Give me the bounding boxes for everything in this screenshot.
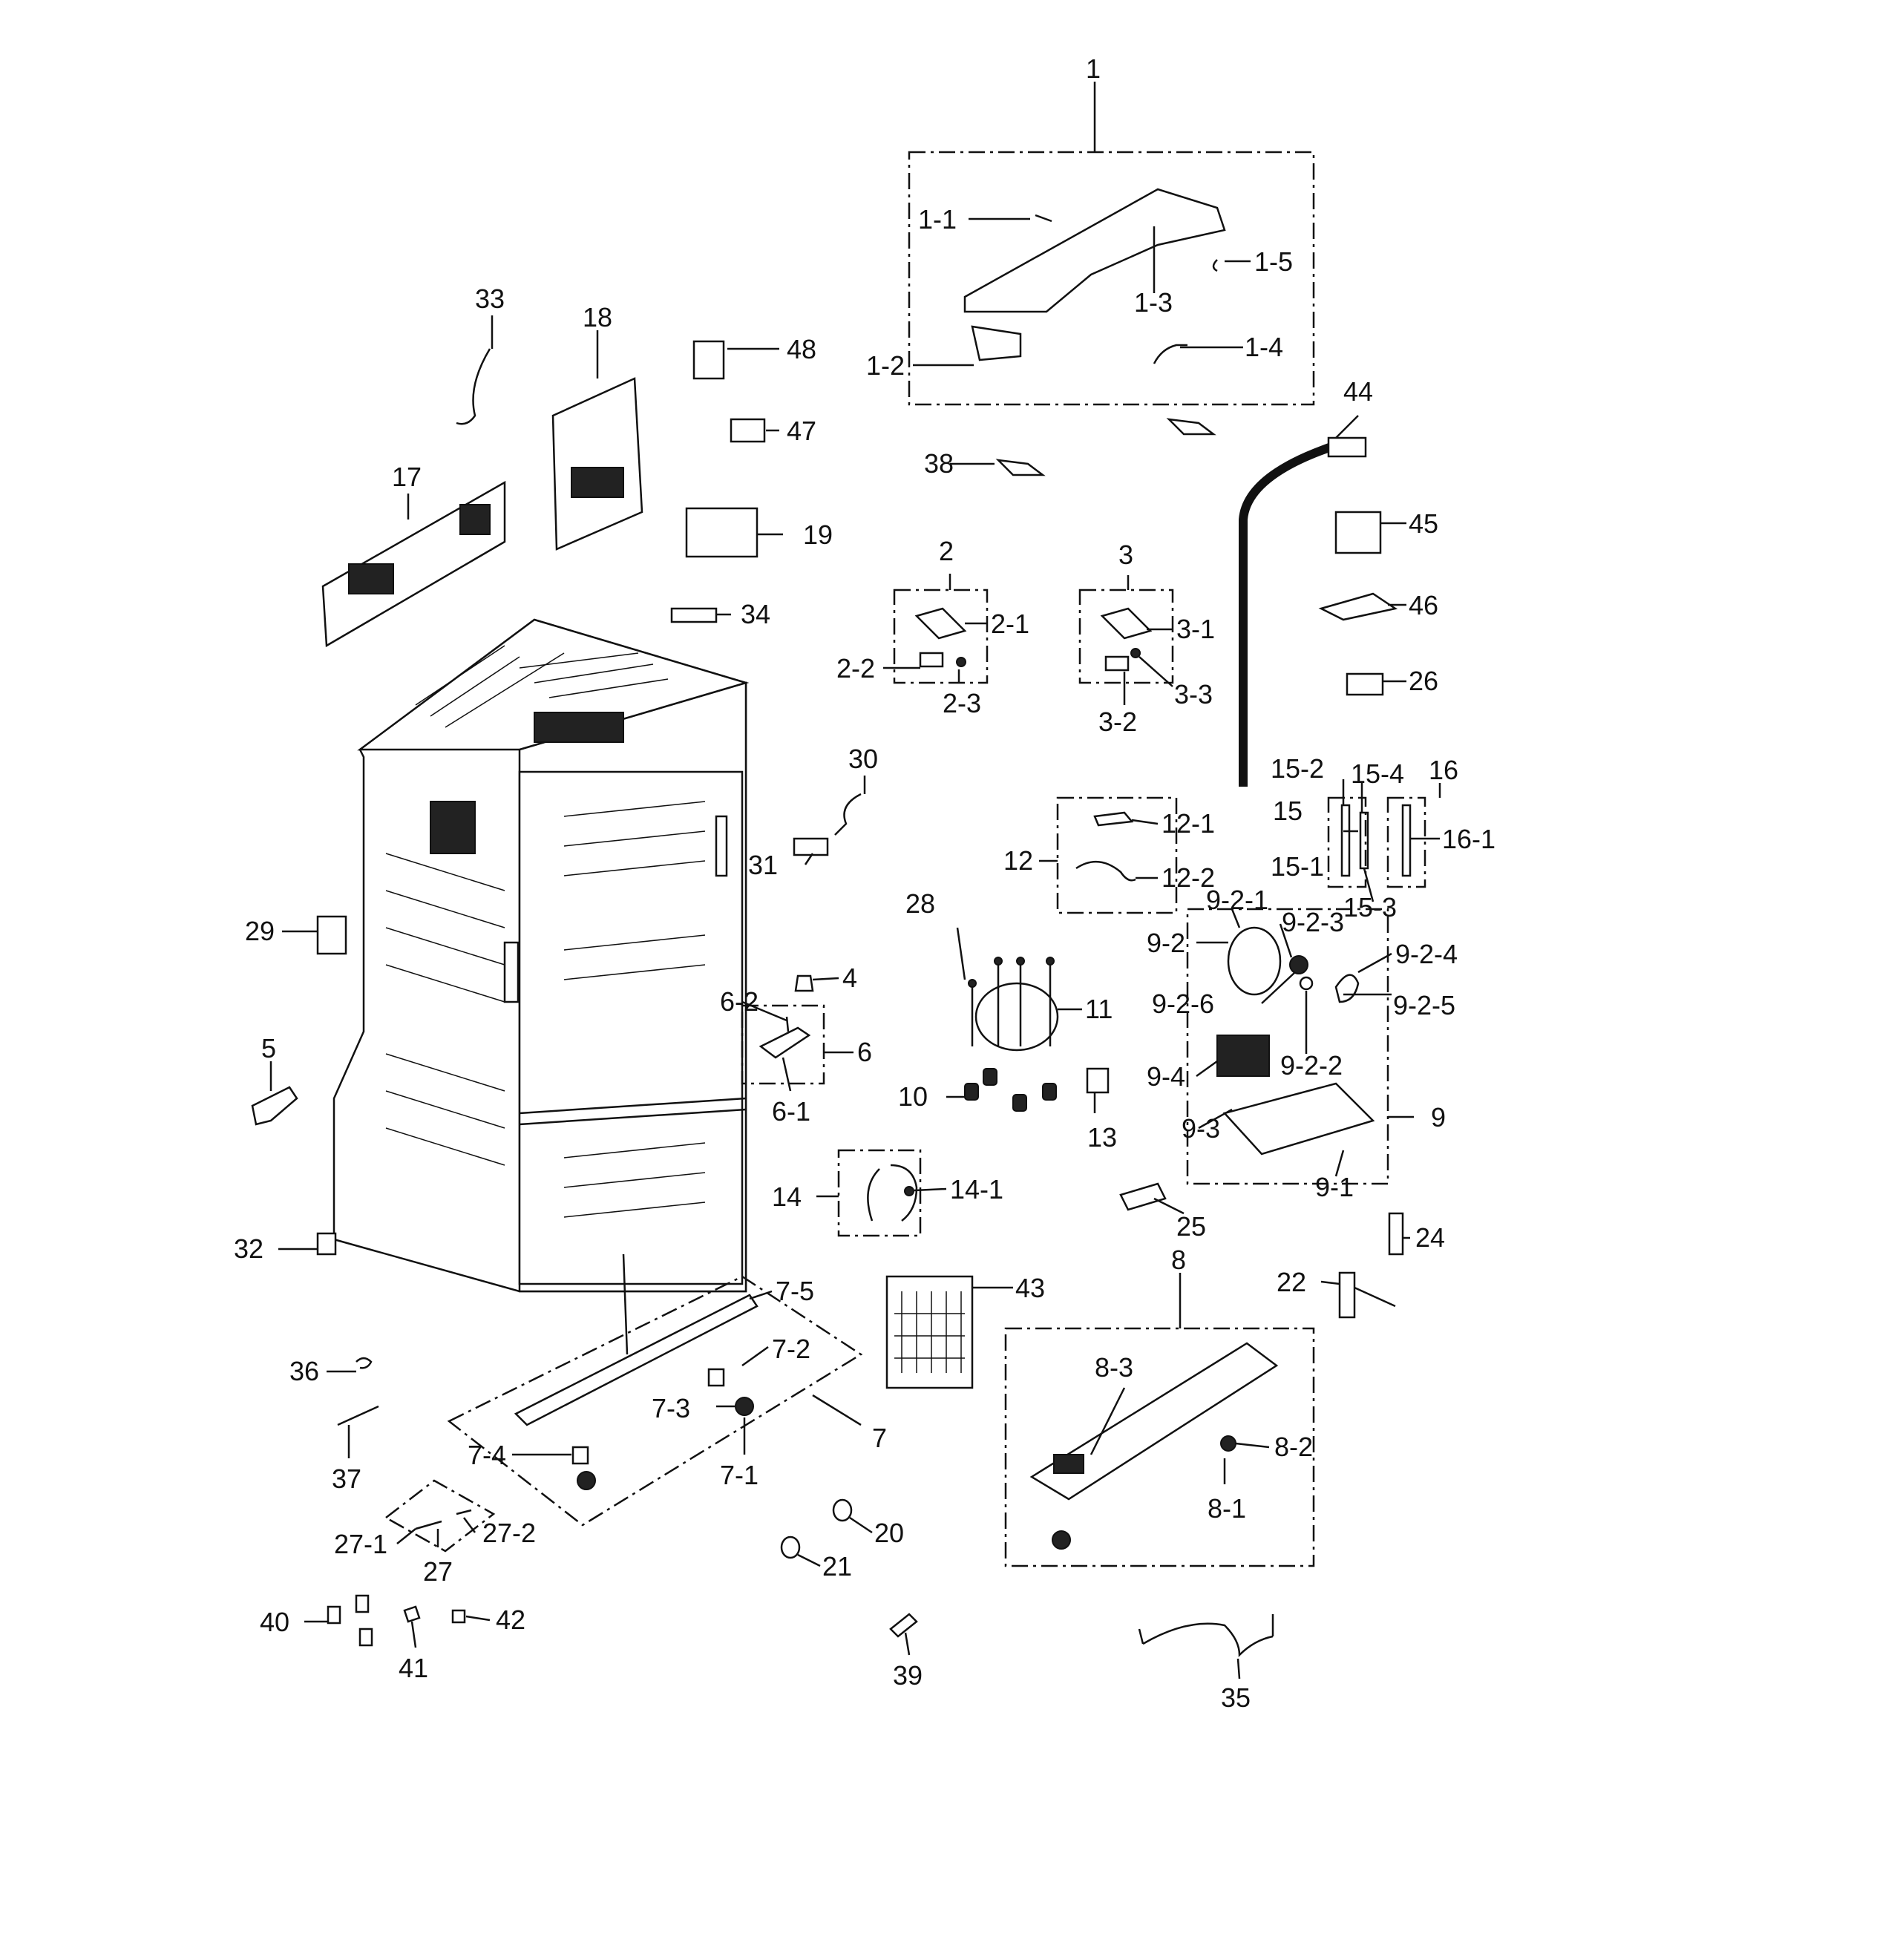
callout-label: 3: [1118, 540, 1133, 570]
callout-label: 33: [475, 283, 505, 314]
callout-label: 36: [289, 1356, 319, 1386]
callout-label: 9-2: [1147, 928, 1185, 958]
callout-label: 7-1: [720, 1460, 759, 1490]
callout-label: 11: [1085, 994, 1113, 1024]
callout-label: 15-2: [1271, 753, 1324, 784]
callout-label: 7-5: [776, 1276, 814, 1306]
callout-label: 2-3: [943, 688, 981, 718]
callout-label: 48: [787, 334, 816, 364]
callout-label: 16-1: [1442, 824, 1495, 854]
callout-label: 5: [261, 1033, 276, 1063]
callout-label: 31: [748, 850, 778, 880]
callout-label: 14-1: [950, 1174, 1003, 1204]
callout-label: 1-5: [1254, 246, 1293, 277]
callout-label: 15-1: [1271, 851, 1324, 882]
callout-label: 37: [332, 1464, 361, 1494]
callout-label: 9-3: [1182, 1113, 1220, 1144]
callout-labels: 1 1-1 1-2 1-3 1-4 1-5 2 2-1 2-2 2-3 3 3-…: [234, 53, 1495, 1713]
callout-label: 3-2: [1098, 707, 1137, 737]
cabinet-drawing: [332, 618, 750, 1293]
callout-label: 42: [496, 1605, 525, 1635]
callout-label: 7: [872, 1423, 887, 1453]
callout-label: 1-2: [866, 350, 905, 381]
callout-label: 7-3: [652, 1393, 690, 1423]
callout-label: 24: [1415, 1222, 1445, 1253]
callout-label: 3-1: [1176, 614, 1215, 644]
callout-label: 47: [787, 416, 816, 446]
callout-label: 6-2: [720, 986, 759, 1017]
callout-label: 9-2-4: [1395, 939, 1458, 969]
callout-label: 15: [1273, 796, 1303, 826]
callout-label: 8: [1171, 1245, 1186, 1275]
parts-drawings: [251, 188, 1412, 1658]
callout-label: 46: [1409, 590, 1438, 620]
callout-label: 27-1: [334, 1529, 387, 1559]
callout-label: 9-2-2: [1280, 1050, 1343, 1081]
callout-label: 26: [1409, 666, 1438, 696]
callout-label: 20: [874, 1518, 904, 1548]
callout-label: 2-1: [991, 609, 1029, 639]
callout-label: 45: [1409, 508, 1438, 539]
callout-label: 9-4: [1147, 1061, 1185, 1092]
group-boxes: [384, 151, 1426, 1567]
callout-label: 16: [1429, 755, 1458, 785]
callout-label: 9-2-5: [1393, 990, 1455, 1020]
leader-lines: [269, 82, 1441, 1679]
callout-label: 7-2: [772, 1334, 810, 1364]
callout-label: 34: [741, 599, 770, 629]
callout-label: 10: [898, 1081, 928, 1112]
callout-label: 12: [1003, 845, 1033, 876]
callout-label: 8-3: [1095, 1352, 1133, 1383]
callout-label: 1-3: [1134, 287, 1173, 318]
callout-label: 6-1: [772, 1096, 810, 1127]
callout-label: 9-2-6: [1152, 989, 1214, 1019]
callout-label: 14: [772, 1181, 802, 1212]
callout-label: 22: [1277, 1267, 1306, 1297]
callout-label: 38: [924, 448, 954, 479]
callout-label: 15-3: [1343, 892, 1397, 922]
callout-label: 3-3: [1174, 679, 1213, 709]
callout-label: 4: [842, 963, 857, 993]
callout-label: 1-1: [918, 204, 957, 235]
callout-label: 15-4: [1351, 758, 1404, 789]
callout-label: 40: [260, 1607, 289, 1637]
callout-label: 9: [1431, 1102, 1446, 1133]
callout-label: 18: [583, 302, 612, 332]
callout-label: 12-1: [1162, 808, 1215, 839]
callout-label: 1-4: [1245, 332, 1283, 362]
callout-label: 9-1: [1315, 1172, 1354, 1202]
callout-label: 28: [905, 888, 935, 919]
callout-label: 27-2: [482, 1518, 536, 1548]
callout-label: 12-2: [1162, 862, 1215, 893]
callout-label: 13: [1087, 1122, 1117, 1153]
callout-label: 41: [399, 1653, 428, 1683]
callout-label: 30: [848, 744, 878, 774]
callout-label: 8-1: [1208, 1493, 1246, 1524]
callout-label: 35: [1221, 1682, 1251, 1713]
callout-label: 21: [822, 1551, 852, 1582]
callout-label: 2-2: [836, 653, 875, 684]
callout-label: 43: [1015, 1273, 1045, 1303]
callout-label: 39: [893, 1660, 923, 1691]
callout-label: 44: [1343, 376, 1373, 407]
callout-label: 19: [803, 520, 833, 550]
callout-label: 9-2-1: [1206, 885, 1268, 915]
callout-label: 6: [857, 1037, 872, 1067]
callout-label: 9-2-3: [1282, 907, 1344, 937]
callout-label: 17: [392, 462, 422, 492]
callout-label: 27: [423, 1556, 453, 1587]
callout-label: 7-4: [468, 1440, 506, 1470]
callout-label: 1: [1086, 53, 1101, 84]
callout-label: 8-2: [1274, 1432, 1313, 1462]
callout-label: 32: [234, 1233, 263, 1264]
callout-label: 2: [939, 536, 954, 566]
callout-label: 25: [1176, 1211, 1206, 1242]
callout-label: 29: [245, 916, 275, 946]
